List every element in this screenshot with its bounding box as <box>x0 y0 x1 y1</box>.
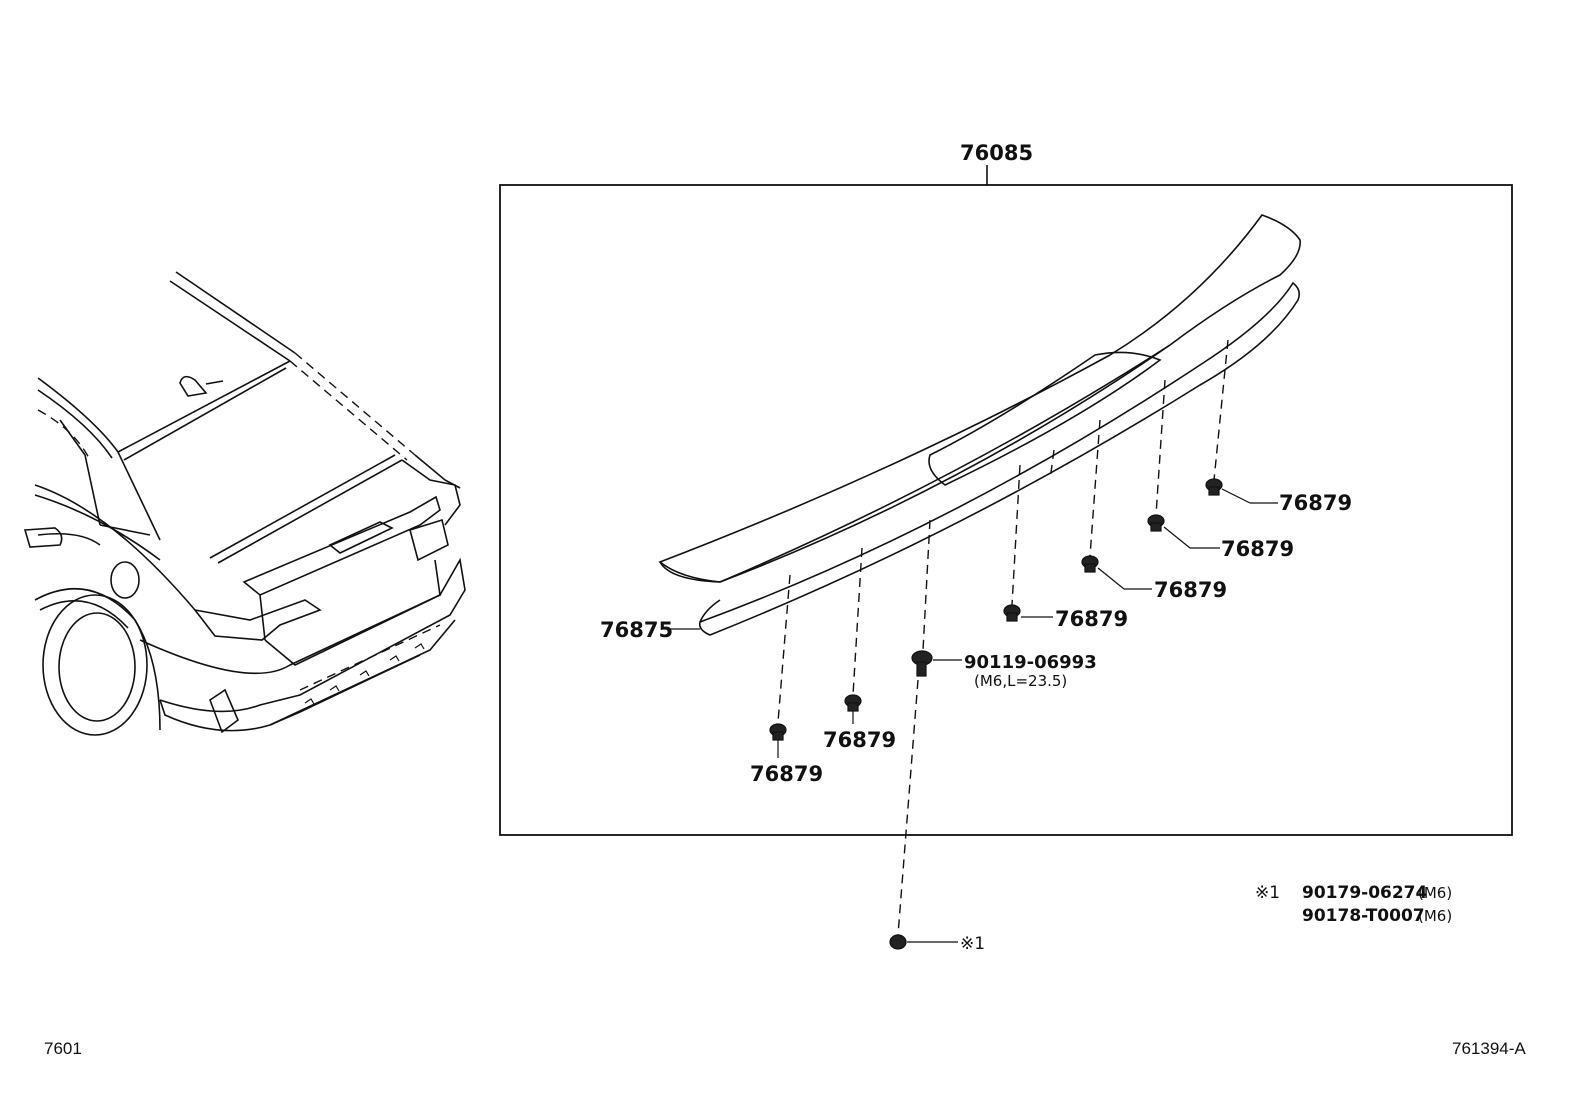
clip-label-4: 76879 <box>1055 607 1128 631</box>
bolt-spec-label: (M6,L=23.5) <box>974 672 1067 690</box>
figure-code: 761394-A <box>1452 1039 1526 1058</box>
spoiler-label: 76875 <box>600 618 673 642</box>
note-part-2: 90178-T0007 <box>1302 906 1425 926</box>
note-spec-2: (M6) <box>1418 907 1452 925</box>
page-code: 7601 <box>44 1039 82 1058</box>
assembly-label: 76085 <box>960 141 1033 165</box>
clip-label-5: 76879 <box>823 728 896 752</box>
note-mark: ※1 <box>1255 883 1280 903</box>
clip-label-3: 76879 <box>1154 578 1227 602</box>
note-block: ※1 90179-06274 (M6) 90178-T0007 (M6) <box>1255 883 1452 926</box>
clip-5 <box>844 694 862 724</box>
nut-callout: ※1 <box>960 934 985 954</box>
nut <box>889 934 958 950</box>
clip-3 <box>1081 555 1152 590</box>
clip-2 <box>1147 514 1220 549</box>
clip-6 <box>769 723 787 758</box>
car-rear-illustration <box>23 271 466 736</box>
clip-4 <box>1003 604 1053 622</box>
bolt <box>911 650 962 677</box>
clip-1 <box>1205 478 1278 504</box>
note-spec-1: (M6) <box>1418 884 1452 902</box>
clip-label-1: 76879 <box>1279 491 1352 515</box>
note-part-1: 90179-06274 <box>1302 883 1428 903</box>
assembly-frame <box>499 184 1513 836</box>
clip-label-2: 76879 <box>1221 537 1294 561</box>
bolt-part-label: 90119-06993 <box>964 652 1097 673</box>
clip-label-6: 76879 <box>750 762 823 786</box>
rear-spoiler <box>658 214 1301 636</box>
